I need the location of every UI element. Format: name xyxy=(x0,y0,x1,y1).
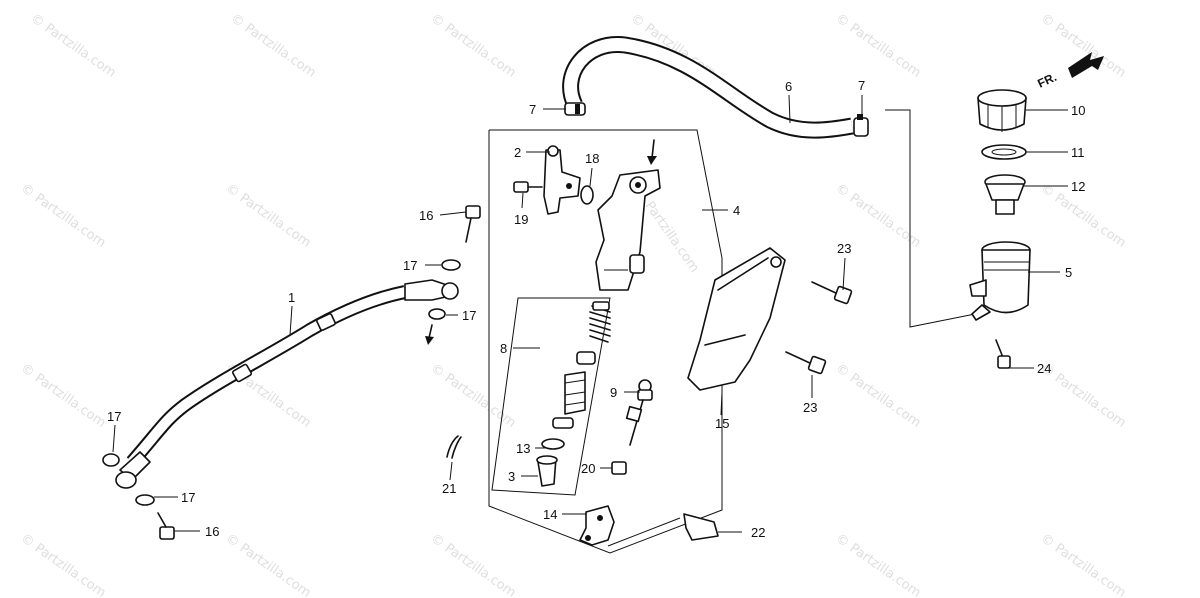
reservoir-tank xyxy=(969,241,1031,321)
sealing-washers xyxy=(102,259,461,506)
watermark: © Partzilla.com xyxy=(223,181,314,251)
push-rod-nut xyxy=(611,461,627,475)
callout-19: 19 xyxy=(514,212,528,227)
watermark: © Partzilla.com xyxy=(18,361,109,431)
reservoir-diaphragm xyxy=(984,174,1026,215)
cotter-pin xyxy=(446,435,462,459)
watermark: © Partzilla.com xyxy=(28,11,119,81)
piston-kit-box xyxy=(491,297,611,496)
watermark: © Partzilla.com xyxy=(428,11,519,81)
callout-17-middle: 17 xyxy=(462,308,476,323)
front-label: FR. xyxy=(1035,70,1058,91)
joint-screw xyxy=(513,181,543,193)
callout-4: 4 xyxy=(733,203,740,218)
watermark: © Partzilla.com xyxy=(228,11,319,81)
piston-kit xyxy=(541,301,611,450)
reservoir-hose xyxy=(562,36,854,139)
watermark: © Partzilla.com xyxy=(428,531,519,598)
push-rod xyxy=(625,379,653,446)
leader-lines xyxy=(112,94,1068,533)
callout-11: 11 xyxy=(1071,145,1085,160)
master-cylinder-body xyxy=(595,169,661,291)
reservoir-bolt xyxy=(995,339,1011,369)
callout-10: 10 xyxy=(1071,103,1085,118)
watermark: © Partzilla.com xyxy=(18,531,109,598)
assembly-direction-arrow xyxy=(647,139,657,165)
watermark: © Partzilla.com xyxy=(833,361,924,431)
callout-22: 22 xyxy=(751,525,765,540)
reservoir-leader-line xyxy=(885,109,976,328)
hose-direction-arrow xyxy=(425,324,434,345)
guard-bolt-lower xyxy=(785,351,827,375)
master-cylinder-group-box xyxy=(488,129,723,554)
callout-17-left: 17 xyxy=(107,409,121,424)
callouts: 1 2 3 4 5 6 7 7 8 9 10 11 12 13 14 15 16… xyxy=(107,78,1085,540)
callout-13: 13 xyxy=(516,441,530,456)
callout-23-lower: 23 xyxy=(803,400,817,415)
reservoir-plate xyxy=(981,144,1027,160)
mounting-bracket xyxy=(607,513,719,547)
banjo-bolt-lower xyxy=(157,512,175,540)
callout-7-right: 7 xyxy=(858,78,865,93)
rod-joint xyxy=(579,505,615,546)
reservoir-cap xyxy=(977,89,1027,132)
callout-17-upper: 17 xyxy=(403,258,417,273)
callout-1: 1 xyxy=(288,290,295,305)
hose-joint xyxy=(543,145,581,215)
callout-17-lower: 17 xyxy=(181,490,195,505)
callout-15: 15 xyxy=(715,416,729,431)
callout-16-upper: 16 xyxy=(419,208,433,223)
callout-9: 9 xyxy=(610,385,617,400)
hose-clip-upper xyxy=(564,102,586,116)
callout-5: 5 xyxy=(1065,265,1072,280)
watermark: © Partzilla.com xyxy=(1038,531,1129,598)
assembly-outline xyxy=(488,109,976,554)
o-ring xyxy=(580,185,594,205)
callout-20: 20 xyxy=(581,461,595,476)
callout-16-lower: 16 xyxy=(205,524,219,539)
callout-18: 18 xyxy=(585,151,599,166)
brake-hose xyxy=(115,279,459,489)
callout-3: 3 xyxy=(508,469,515,484)
callout-21: 21 xyxy=(442,481,456,496)
callout-6: 6 xyxy=(785,79,792,94)
guard-bolt-upper xyxy=(811,281,853,305)
watermark: © Partzilla.com xyxy=(833,531,924,598)
banjo-bolt-upper xyxy=(465,205,481,243)
piston-boot xyxy=(536,455,558,487)
watermark: © Partzilla.com xyxy=(18,181,109,251)
callout-24: 24 xyxy=(1037,361,1051,376)
center-watermark: Partzilla.com xyxy=(642,199,702,276)
callout-23-upper: 23 xyxy=(837,241,851,256)
callout-8: 8 xyxy=(500,341,507,356)
watermark: © Partzilla.com xyxy=(223,531,314,598)
hose-clip-right xyxy=(853,114,869,137)
cylinder-guard xyxy=(687,247,786,391)
callout-7-upper: 7 xyxy=(529,102,536,117)
watermark: © Partzilla.com xyxy=(833,11,924,81)
callout-12: 12 xyxy=(1071,179,1085,194)
callout-14: 14 xyxy=(543,507,557,522)
callout-2: 2 xyxy=(514,145,521,160)
